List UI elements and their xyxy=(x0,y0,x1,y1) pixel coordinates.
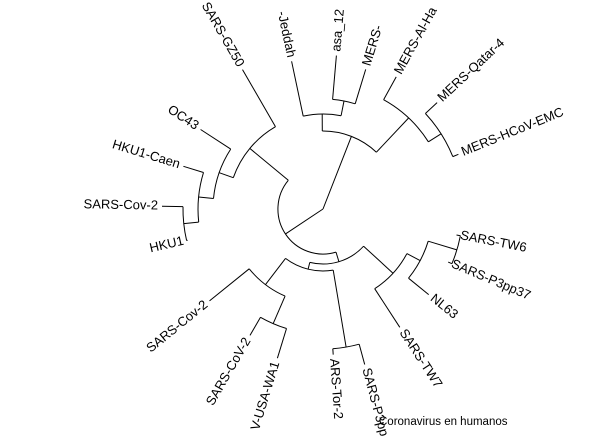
tree-branch xyxy=(198,196,214,199)
tree-branch xyxy=(406,253,421,262)
tree-branch xyxy=(425,102,438,114)
tree-node-arc xyxy=(374,253,408,290)
tip-label: HKU1-Caen xyxy=(111,136,182,171)
tree-branch xyxy=(200,129,231,150)
tree-branch xyxy=(374,288,401,328)
tree-branch xyxy=(307,262,311,270)
tree-branch xyxy=(322,136,352,210)
tip-label: ARS-Tor-2 xyxy=(327,358,346,420)
tip-label: OC43 xyxy=(165,102,202,133)
tip-label: HKU1 xyxy=(148,233,185,255)
tree-node-arc xyxy=(277,179,337,255)
tip-label: asa_12 xyxy=(328,8,347,52)
tree-branch xyxy=(272,295,286,324)
tip-label: SARS-CoV-2 xyxy=(203,335,254,408)
tip-label: SARS-TW6 xyxy=(459,227,528,255)
tip-label: MERS- xyxy=(359,23,386,67)
tree-node-arc xyxy=(248,268,286,297)
tree-branch xyxy=(183,165,204,173)
tree-branch xyxy=(428,240,458,251)
tip-label: SARS-GZ50 xyxy=(199,0,248,69)
tip-label: MERS-Qatar-4 xyxy=(434,35,507,105)
tree-branch xyxy=(249,148,289,181)
tree-node-arc xyxy=(182,206,188,241)
tip-label: SARS-Cov-2 xyxy=(83,196,158,212)
tip-label: V-USA-WA1 xyxy=(247,359,282,431)
tree-branch xyxy=(291,61,304,117)
tree-branch xyxy=(428,133,442,143)
tree-node-arc xyxy=(260,316,287,329)
tree-branch xyxy=(242,69,276,127)
tip-label: -Jeddah xyxy=(275,10,299,59)
tree-branch xyxy=(219,172,234,179)
tree-branch xyxy=(332,55,337,100)
tip-label: MERS-Al-Ha xyxy=(391,4,441,77)
tree-branch xyxy=(408,277,430,295)
tree-branch xyxy=(354,69,367,104)
tree-branch xyxy=(183,221,199,225)
tip-label: SARS-TW7 xyxy=(397,326,446,391)
tip-label: NL63 xyxy=(428,290,462,321)
tree-branch xyxy=(452,153,459,158)
tree-branch xyxy=(285,208,324,235)
tip-label: SARS-P3pp37 xyxy=(449,256,533,303)
tree-branch xyxy=(209,268,250,302)
tree-branch xyxy=(376,117,409,153)
tip-label: SARS-Cov-2 xyxy=(143,297,210,355)
tree-branch xyxy=(456,234,461,237)
tree-branch xyxy=(448,261,453,265)
tree-branch xyxy=(249,317,261,336)
tree-branch xyxy=(265,258,286,285)
tip-label: MERS-HCoV-EMC xyxy=(459,104,566,159)
tree-branch xyxy=(332,270,347,348)
tree-branch xyxy=(340,100,345,116)
tree-branch xyxy=(363,245,394,274)
tree-node-arc xyxy=(309,245,364,265)
tree-branch xyxy=(383,76,397,100)
tree-branch xyxy=(276,328,287,359)
tree-branch xyxy=(335,251,340,262)
figure-caption: Coronavirus en humanos xyxy=(379,416,508,428)
tree-branch xyxy=(358,344,366,365)
